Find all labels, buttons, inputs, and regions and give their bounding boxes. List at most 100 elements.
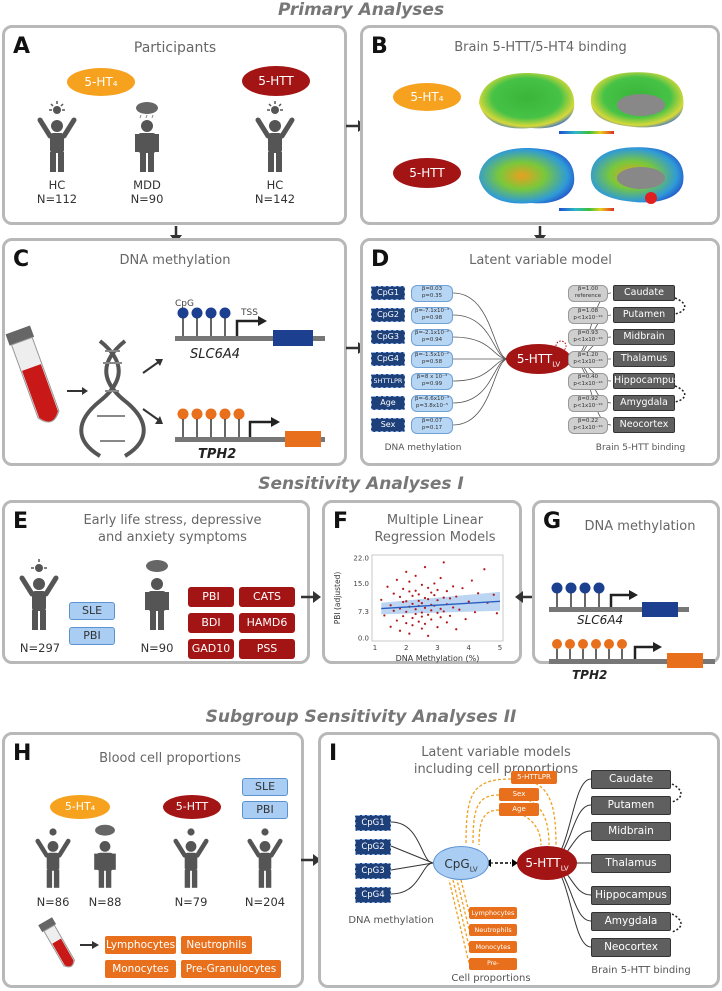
5htt-pill: 5-HTT — [242, 66, 310, 96]
data-point — [420, 611, 423, 614]
cpg1-box: CpG1 — [371, 286, 405, 300]
data-point — [395, 578, 398, 581]
depressed-person-icon — [94, 824, 116, 888]
data-point — [442, 561, 445, 564]
n-label: N=86 — [36, 895, 70, 909]
panel-c: C DNA methylation CpG TSS SLC6A4 TPH2 — [2, 238, 347, 466]
region-putamen: Putamen — [613, 307, 675, 323]
data-point — [408, 580, 411, 583]
cpg2-box: CpG2 — [371, 308, 405, 322]
data-point — [398, 595, 402, 599]
data-point — [417, 593, 420, 596]
data-point — [402, 615, 405, 618]
pss-measure: PSS — [239, 639, 295, 659]
data-point — [452, 606, 455, 609]
data-point — [423, 606, 427, 609]
n-label: N=88 — [88, 895, 122, 909]
regression-line — [381, 600, 501, 610]
group-n: N=112 — [36, 192, 78, 206]
data-point — [433, 593, 436, 597]
data-point — [455, 595, 458, 598]
panel-g: G DNA methylation SLC6A4 — [532, 500, 720, 668]
data-point — [436, 625, 439, 629]
cpg3-box: CpG3 — [355, 863, 391, 879]
5htt-pill: 5-HTT — [393, 158, 461, 188]
data-point — [392, 592, 395, 595]
panel-h: H Blood cell proportions 5-HT₄ 5-HTT SLE… — [2, 732, 304, 988]
x-tick-label: 3 — [435, 644, 439, 652]
cats-measure: CATS — [239, 587, 295, 607]
y-tick-label: 22.0 — [353, 555, 369, 563]
neutrophils-box: Neutrophils — [181, 936, 252, 954]
sex-box: Sex — [371, 418, 405, 432]
data-point — [389, 625, 392, 628]
region-hippocampus: Hippocampus — [613, 373, 679, 389]
pbi-measure: PBI — [188, 587, 234, 607]
region-neocortex: Neocortex — [591, 938, 671, 957]
data-point — [442, 610, 445, 613]
panel-letter: B — [371, 34, 388, 59]
sensitivity-analyses-2-title: Subgroup Sensitivity Analyses II — [205, 707, 517, 727]
sex-covariate: Sex — [499, 788, 539, 801]
data-point — [483, 568, 486, 571]
data-point — [420, 583, 423, 587]
5htt-latent-variable: 5-HTTLV — [517, 846, 577, 880]
data-point — [420, 615, 423, 618]
monocytes-box: Monocytes — [469, 941, 517, 953]
panel-letter: C — [13, 247, 30, 272]
data-point — [439, 607, 442, 611]
5httlpr-covariate: 5-HTTLPR — [511, 771, 557, 784]
data-point — [398, 629, 402, 632]
gene-slc6a4: SLC6A4 — [577, 613, 624, 627]
brain-binding-maps — [479, 72, 684, 211]
x-tick-label: 4 — [467, 644, 472, 652]
data-point — [417, 599, 420, 603]
data-point — [439, 616, 442, 619]
confidence-band — [381, 591, 500, 615]
data-point — [448, 597, 452, 600]
region-thalamus: Thalamus — [591, 854, 671, 873]
data-point — [445, 589, 448, 593]
cpg3-box: CpG3 — [371, 330, 405, 344]
panel-e: E Early life stress, depressive and anxi… — [2, 500, 310, 664]
data-point — [433, 582, 436, 585]
data-point — [395, 619, 398, 622]
cpg4-box: CpG4 — [355, 887, 391, 903]
plot-frame — [371, 554, 504, 642]
data-point — [430, 609, 433, 612]
data-point — [470, 579, 473, 582]
region-midbrain: Midbrain — [613, 329, 675, 345]
group-label: HC — [48, 178, 66, 192]
healthy-person-icon — [19, 559, 59, 630]
sle-box: SLE — [69, 602, 115, 620]
data-point — [386, 585, 389, 588]
region-hippocampus: Hippocampus — [591, 886, 671, 905]
data-point — [464, 617, 467, 621]
data-point — [448, 614, 452, 617]
panel-i: I Latent variable models including cell … — [318, 732, 720, 988]
5ht4-pill: 5-HT₄ — [67, 68, 135, 96]
bdi-measure: BDI — [188, 613, 234, 633]
data-point — [383, 614, 386, 617]
blood-tube-icon — [38, 917, 99, 968]
data-point — [430, 618, 433, 621]
healthy-person-icon — [35, 828, 71, 888]
panel-letter: F — [333, 509, 349, 534]
region-caudate: Caudate — [613, 285, 675, 301]
healthy-person-icon — [255, 101, 295, 172]
sensitivity-analyses-1-title: Sensitivity Analyses I — [258, 474, 464, 494]
data-point — [414, 589, 417, 592]
data-point — [492, 593, 495, 596]
data-point — [408, 632, 411, 635]
data-point — [423, 565, 427, 569]
data-point — [420, 627, 423, 630]
x-tick-label: 2 — [404, 644, 408, 652]
data-point — [411, 602, 414, 605]
tss-label: TSS — [241, 308, 258, 318]
panel-title: Participants — [133, 40, 217, 56]
